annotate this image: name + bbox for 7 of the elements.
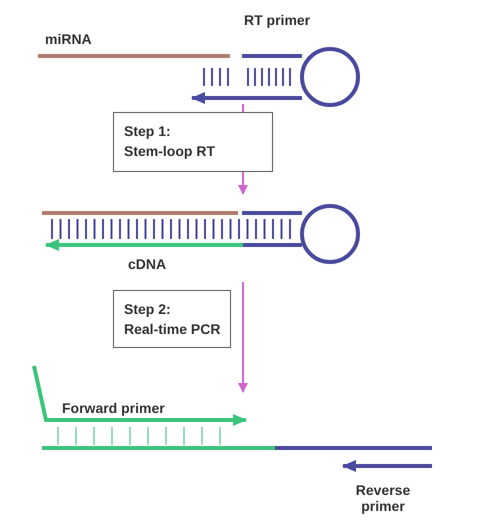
part-label: miRNA	[45, 31, 92, 47]
step-box: Step 2: Real-time PCR	[113, 290, 232, 348]
part-label: cDNA	[128, 256, 166, 272]
step-box: Step 1: Stem-loop RT	[113, 112, 273, 172]
part-label: Reverse primer	[354, 482, 412, 514]
part-label: Forward primer	[62, 400, 165, 416]
part-label: RT primer	[244, 12, 310, 28]
